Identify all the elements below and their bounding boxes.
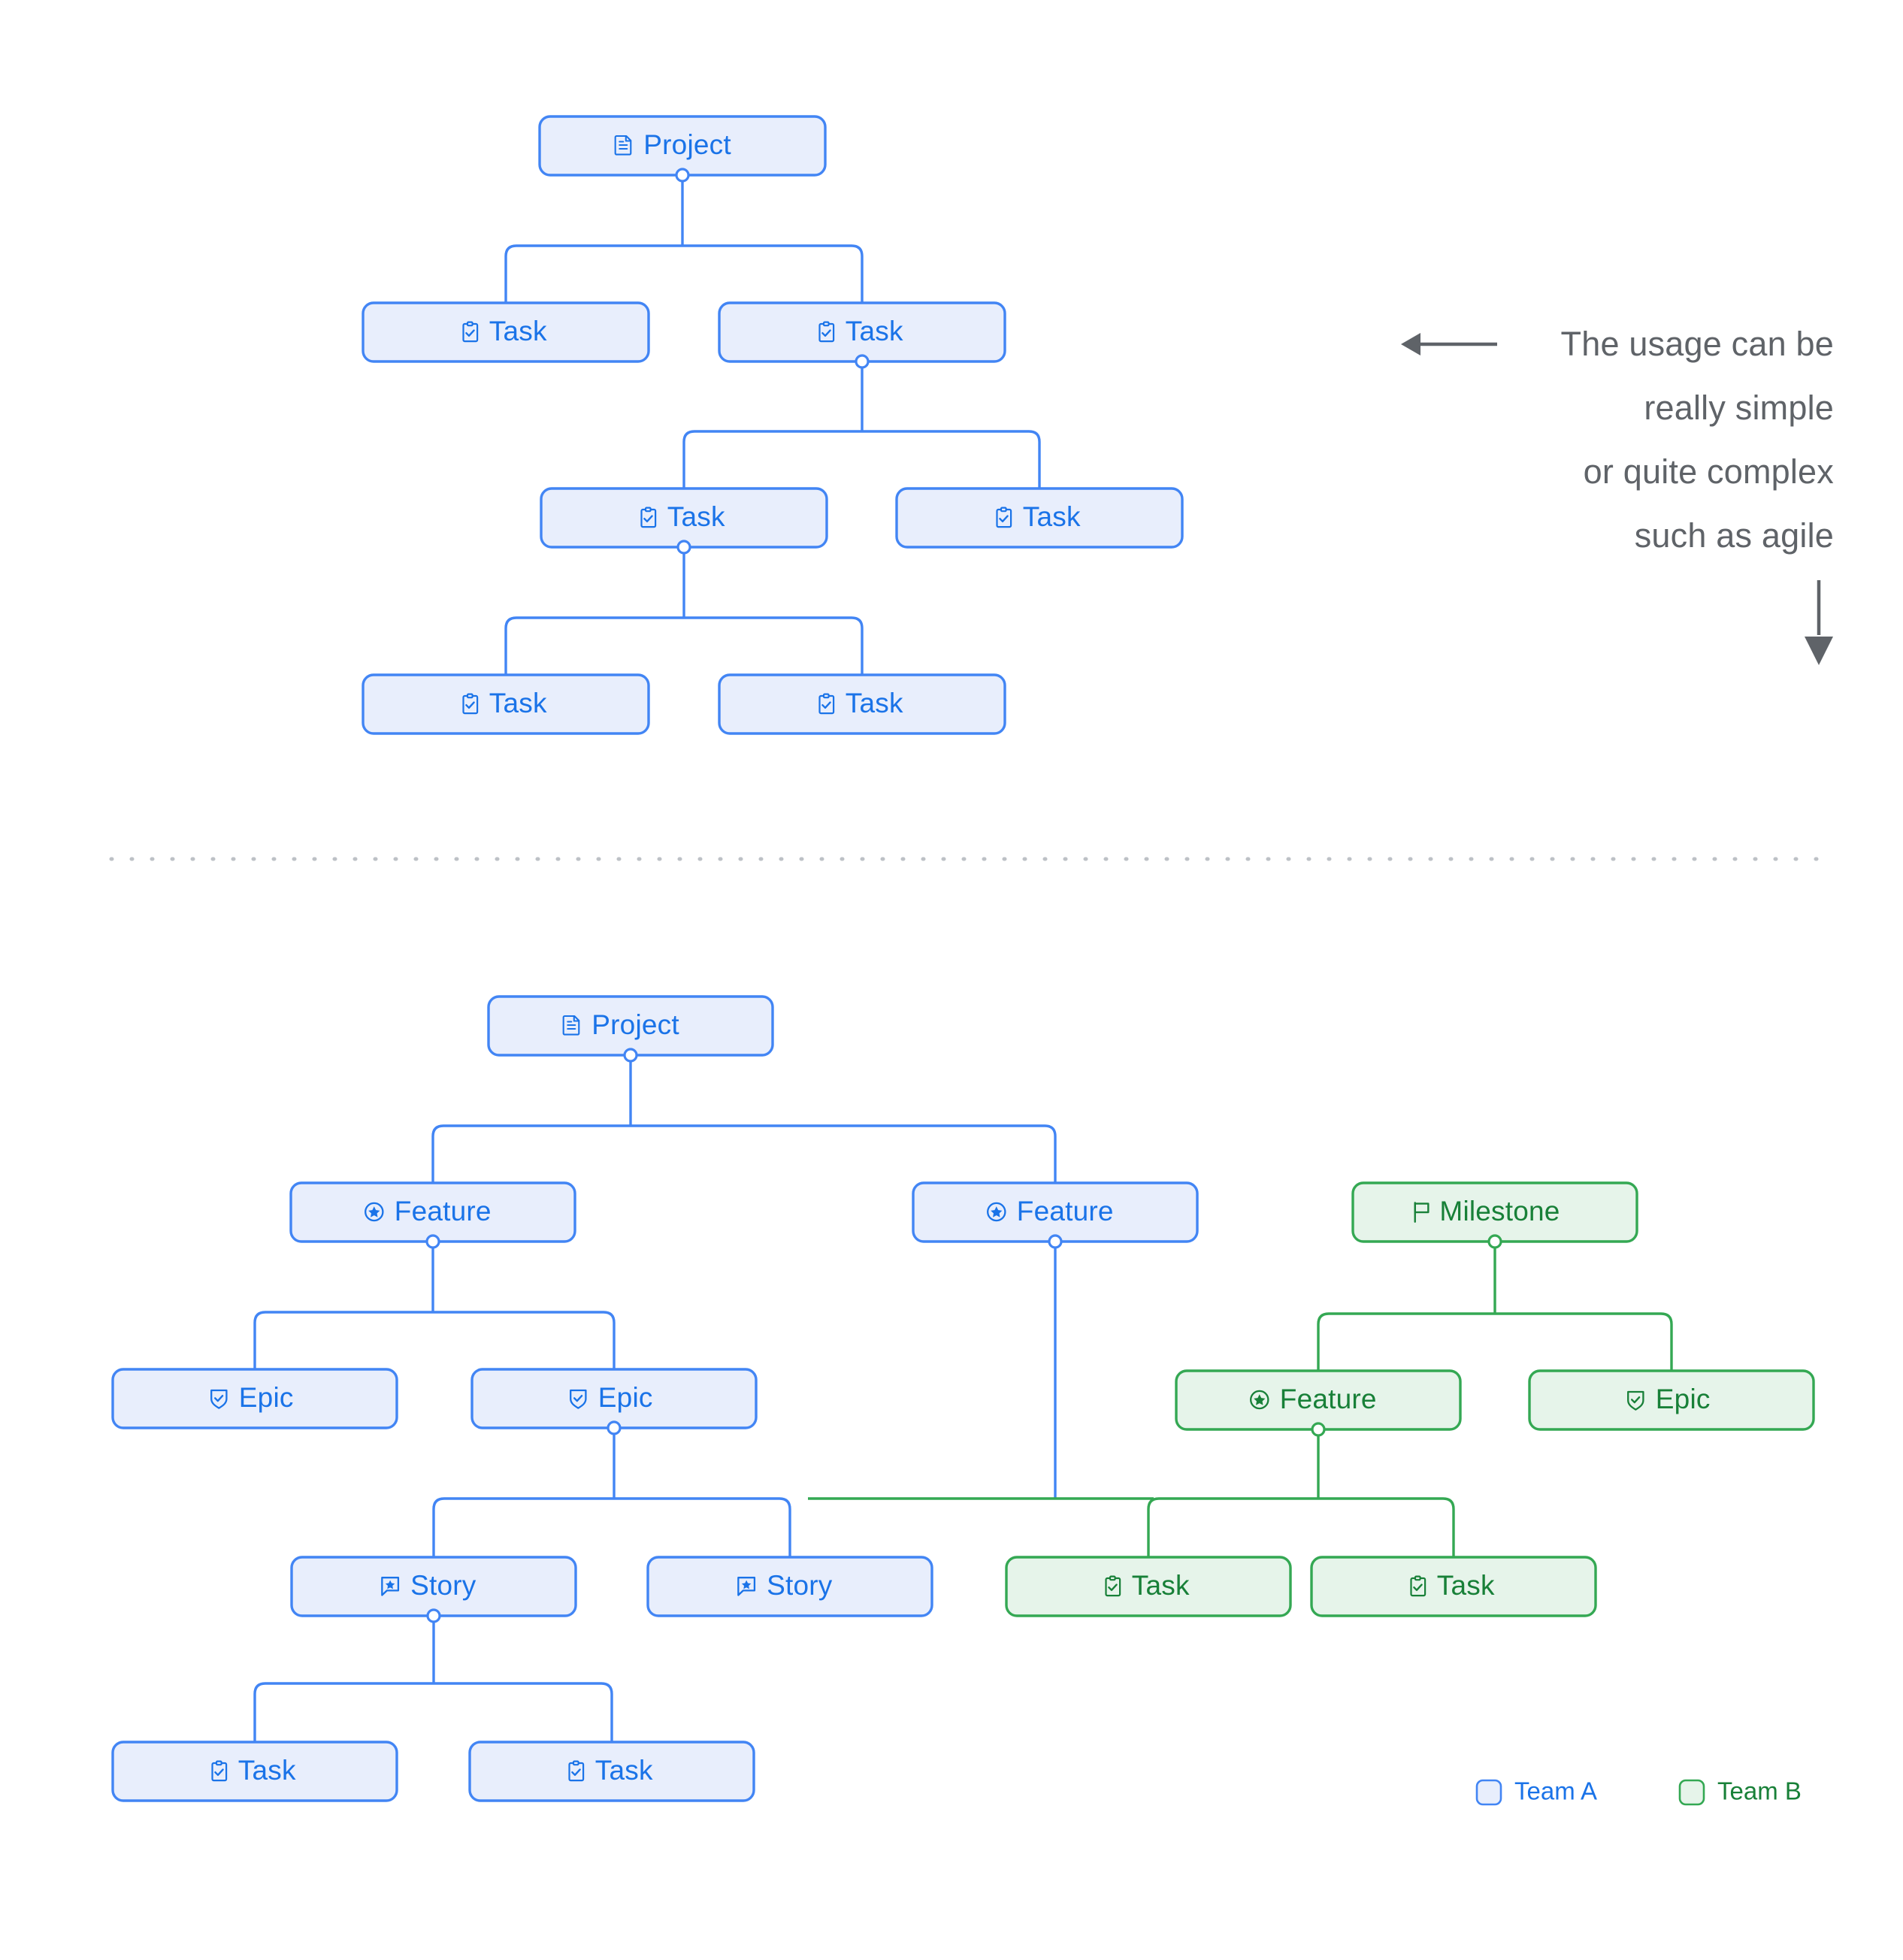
connector-drop xyxy=(1044,1124,1057,1183)
node-label: Task xyxy=(1023,501,1081,532)
node-project[interactable]: Project xyxy=(538,115,827,177)
node-project[interactable]: Project xyxy=(487,995,774,1057)
connector-drop xyxy=(1442,1497,1455,1557)
connector-drop xyxy=(432,1497,445,1557)
connector-port xyxy=(1487,1234,1502,1249)
legend-label: Team B xyxy=(1717,1777,1802,1805)
node-label: Epic xyxy=(239,1382,294,1413)
connector-drop xyxy=(603,1311,616,1369)
node-story[interactable]: Story xyxy=(646,1556,933,1617)
annotation-line-3: or quite complex xyxy=(1584,452,1835,491)
connector-drop xyxy=(779,1497,791,1557)
node-task[interactable]: Task xyxy=(540,487,828,549)
node-label: Task xyxy=(846,316,903,346)
node-task[interactable]: Task xyxy=(718,673,1006,735)
node-epic[interactable]: Epic xyxy=(111,1368,398,1429)
connector-drop xyxy=(851,244,864,303)
node-label: Story xyxy=(767,1570,833,1601)
node-task[interactable]: Task xyxy=(1005,1556,1292,1617)
node-label: Task xyxy=(238,1755,296,1786)
connector-drop xyxy=(1660,1312,1673,1371)
node-label: Feature xyxy=(395,1196,492,1227)
node-label: Epic xyxy=(1656,1384,1711,1414)
annotation-line-1: The usage can be xyxy=(1561,325,1834,363)
node-label: Task xyxy=(667,501,725,532)
connector-port xyxy=(425,1234,440,1249)
connector-drop xyxy=(682,430,695,488)
node-label: Feature xyxy=(1280,1384,1377,1414)
node-task[interactable]: Task xyxy=(895,487,1184,549)
connector-port xyxy=(675,168,690,183)
node-label: Project xyxy=(591,1009,679,1040)
connector-drop xyxy=(601,1682,613,1742)
node-feature[interactable]: Feature xyxy=(289,1181,576,1243)
connector-layer xyxy=(253,175,1673,1742)
connector-drop xyxy=(1028,430,1041,488)
connector-port xyxy=(623,1048,638,1063)
connector-port xyxy=(676,540,691,555)
node-task[interactable]: Task xyxy=(468,1741,755,1802)
node-label: Task xyxy=(489,316,547,346)
node-label: Task xyxy=(1437,1570,1495,1601)
connector-drop xyxy=(431,1124,444,1183)
node-feature[interactable]: Feature xyxy=(1175,1369,1462,1431)
node-label: Story xyxy=(410,1570,477,1601)
legend-item-team-b[interactable]: Team B xyxy=(1678,1777,1802,1806)
connector-port xyxy=(1048,1234,1063,1249)
node-task[interactable]: Task xyxy=(111,1741,398,1802)
connector-port xyxy=(855,354,870,369)
connector-port xyxy=(1311,1422,1326,1437)
annotation-line-2: really simple xyxy=(1644,389,1834,427)
connector-drop xyxy=(851,616,864,675)
connector-drop xyxy=(504,616,517,675)
legend-label: Team A xyxy=(1514,1777,1597,1805)
connector-drop xyxy=(1317,1312,1330,1371)
usage-annotation-group: The usage can be really simple or quite … xyxy=(1401,325,1834,665)
node-epic[interactable]: Epic xyxy=(1528,1369,1815,1431)
arrow-left-icon xyxy=(1401,333,1497,355)
node-label: Project xyxy=(643,129,731,160)
node-label: Epic xyxy=(598,1382,653,1413)
connector-port xyxy=(607,1420,622,1435)
team-legend: Team A Team B xyxy=(1475,1777,1802,1806)
node-milestone[interactable]: Milestone xyxy=(1351,1181,1638,1243)
connector-drop xyxy=(253,1682,266,1742)
node-task[interactable]: Task xyxy=(362,301,650,363)
node-epic[interactable]: Epic xyxy=(470,1368,758,1429)
node-feature[interactable]: Feature xyxy=(912,1181,1199,1243)
node-task[interactable]: Task xyxy=(362,673,650,735)
node-label: Feature xyxy=(1017,1196,1114,1227)
node-label: Milestone xyxy=(1439,1196,1560,1227)
node-label: Task xyxy=(846,688,903,718)
annotation-line-4: such as agile xyxy=(1635,516,1834,555)
node-task[interactable]: Task xyxy=(718,301,1006,363)
arrow-down-icon xyxy=(1805,580,1833,665)
node-label: Task xyxy=(1132,1570,1190,1601)
node-story[interactable]: Story xyxy=(290,1556,577,1617)
legend-item-team-a[interactable]: Team A xyxy=(1475,1777,1597,1806)
connector-port xyxy=(426,1608,441,1623)
node-task[interactable]: Task xyxy=(1310,1556,1597,1617)
connector-drop xyxy=(504,244,517,303)
node-label: Task xyxy=(489,688,547,718)
connector-drop xyxy=(1147,1497,1160,1557)
connector-drop xyxy=(253,1311,266,1369)
node-label: Task xyxy=(595,1755,653,1786)
